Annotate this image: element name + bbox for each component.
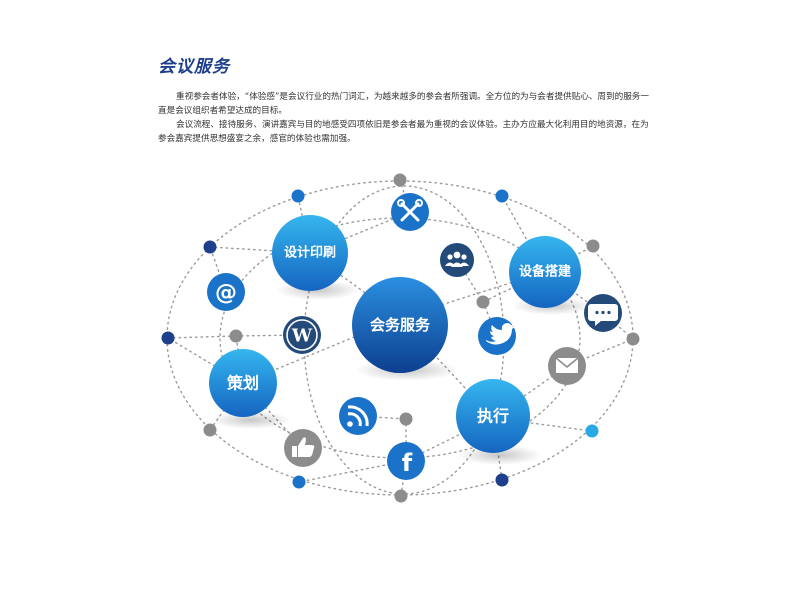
at-icon: @ (207, 273, 245, 311)
facebook-icon: f (387, 442, 425, 480)
chat-icon (584, 294, 622, 332)
node-design-print: 设计印刷 (272, 215, 348, 291)
svg-text:f: f (402, 449, 413, 477)
node-equipment-setup-label: 设备搭建 (519, 264, 571, 280)
team-icon (440, 243, 474, 277)
intro-paragraph-1: 重视参会者体验，“体验感”是会议行业的热门词汇，为越来越多的参会者所强调。全方位… (158, 92, 649, 116)
node-planning: 策划 (209, 349, 277, 417)
node-equipment-setup: 设备搭建 (509, 236, 581, 308)
tools-icon (391, 193, 429, 231)
svg-text:W: W (291, 326, 313, 347)
node-design-print-label: 设计印刷 (284, 245, 336, 261)
node-conference-services-label: 会务服务 (370, 316, 431, 334)
page-title: 会议服务 (158, 57, 230, 77)
node-planning-label: 策划 (226, 374, 259, 393)
rss-icon (339, 397, 377, 435)
node-conference-services: 会务服务 (352, 277, 448, 373)
mail-icon (548, 347, 586, 385)
wordpress-icon: W (283, 316, 321, 354)
svg-text:@: @ (215, 281, 237, 306)
intro-paragraph-2: 会议流程、接待服务、演讲嘉宾与目的地感受四项依旧是参会者最为重视的会议体验。主办… (158, 120, 649, 144)
like-icon (284, 429, 322, 467)
twitter-icon (478, 317, 516, 355)
network-dots (161, 173, 640, 503)
node-execution-label: 执行 (477, 407, 509, 426)
node-execution: 执行 (456, 379, 530, 453)
